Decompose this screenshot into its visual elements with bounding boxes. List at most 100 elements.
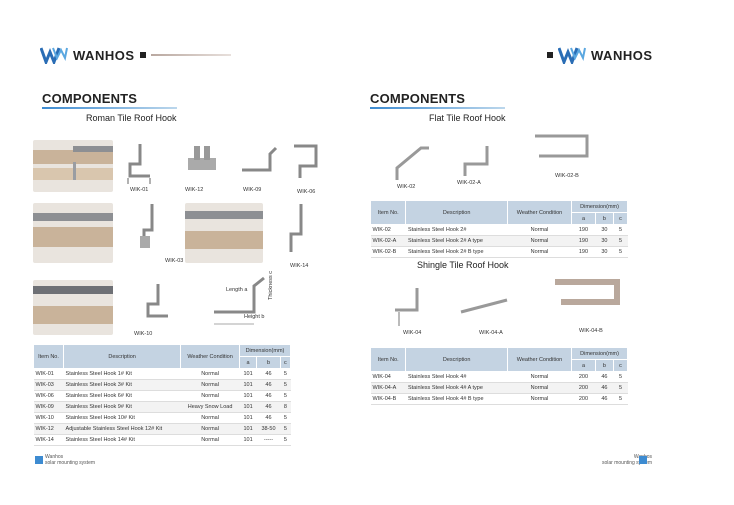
page-number-marker <box>639 456 647 464</box>
table-cell: Stainless Steel Hook 9# Kit <box>63 401 181 413</box>
logo-square <box>139 52 146 58</box>
dimension-column-header: c <box>612 212 629 225</box>
caption-wik-02: WIK-02 <box>397 184 416 190</box>
dimension-header: Dimension(mm) <box>571 200 628 213</box>
hook-wik-04-b-drawing <box>555 279 620 305</box>
column-header: Weather Condition <box>506 200 573 225</box>
table-cell: 46 <box>256 379 281 391</box>
table-cell: 5 <box>613 246 628 258</box>
table-cell: Stainless Steel Hook 4# <box>405 371 508 383</box>
table-cell: 5 <box>280 423 291 435</box>
hook-wik-09-drawing <box>242 146 278 172</box>
roof-installation-photo-4 <box>33 280 113 335</box>
table-cell: Normal <box>180 368 240 380</box>
table-cell: 5 <box>613 382 628 394</box>
table-cell: 200 <box>571 371 596 383</box>
hook-wik-02-b-drawing <box>535 134 589 158</box>
table-cell: WIK-02-A <box>370 235 406 247</box>
column-header: Description <box>405 347 508 372</box>
hook-wik-12-drawing <box>188 146 216 170</box>
caption-wik-10: WIK-10 <box>134 331 153 337</box>
column-header: Item No. <box>369 200 407 225</box>
table-cell: Normal <box>180 434 240 446</box>
table-cell: 30 <box>595 235 614 247</box>
table-cell: 190 <box>571 246 596 258</box>
table-cell: 101 <box>239 423 257 435</box>
section-subtitle: Roman Tile Roof Hook <box>86 113 177 123</box>
table-cell: 5 <box>280 379 291 391</box>
table-cell: Normal <box>180 379 240 391</box>
table-cell: Stainless Steel Hook 10# Kit <box>63 412 181 424</box>
brand-name: WANHOS <box>73 47 135 63</box>
column-header: Item No. <box>32 344 65 369</box>
hook-wik-04-a-drawing <box>460 298 508 314</box>
hook-wik-01-drawing <box>127 144 151 184</box>
footer-tagline: solar mounting system <box>45 460 96 466</box>
caption-wik-06: WIK-06 <box>297 189 316 195</box>
table-cell: WIK-04-A <box>370 382 406 394</box>
column-header: Weather Condition <box>506 347 573 372</box>
table-cell: ----- <box>256 434 281 446</box>
table-cell: 8 <box>280 401 291 413</box>
dimension-column-header: b <box>256 356 281 369</box>
page-heading: COMPONENTS <box>42 91 138 106</box>
brand-logo-right: WANHOS <box>547 46 653 64</box>
table-cell: WIK-04 <box>370 371 406 383</box>
caption-height-b: Height b <box>244 314 265 320</box>
table-cell: WIK-10 <box>33 412 64 424</box>
roof-installation-photo-2 <box>33 203 113 263</box>
table-cell: 30 <box>595 246 614 258</box>
dimension-column-header: a <box>571 212 596 225</box>
caption-length-a: Length a <box>226 287 248 293</box>
heading-underline <box>42 107 177 109</box>
table-cell: 190 <box>571 235 596 247</box>
table-cell: Stainless Steel Hook 1# Kit <box>63 368 181 380</box>
table-cell: Normal <box>507 235 572 247</box>
hook-wik-06-drawing <box>294 144 318 178</box>
table-cell: 46 <box>595 393 614 405</box>
roof-installation-photo-1 <box>33 140 113 192</box>
dimension-column-header: a <box>238 356 258 369</box>
flat-tile-subtitle: Flat Tile Roof Hook <box>429 113 506 123</box>
right-page: WANHOS COMPONENTS Flat Tile Roof Hook WI… <box>367 0 734 505</box>
table-cell: Normal <box>507 371 572 383</box>
table-cell: WIK-01 <box>33 368 64 380</box>
dimension-column-header: a <box>571 359 596 372</box>
table-cell: 101 <box>239 390 257 402</box>
footer-brand: Wanhos solar mounting system <box>45 454 95 466</box>
table-cell: 46 <box>595 382 614 394</box>
table-cell: 101 <box>239 379 257 391</box>
logo-line <box>150 54 231 56</box>
table-cell: 5 <box>613 235 628 247</box>
table-cell: Adjustable Stainless Steel Hook 12# Kit <box>63 423 181 435</box>
table-cell: WIK-09 <box>33 401 64 413</box>
column-header: Item No. <box>369 347 407 372</box>
table-cell: 5 <box>280 434 291 446</box>
shingle-tile-subtitle: Shingle Tile Roof Hook <box>417 260 509 270</box>
table-cell: WIK-02-B <box>370 246 406 258</box>
page-number-marker <box>35 456 43 464</box>
table-cell: 101 <box>239 401 257 413</box>
hook-wik-04-drawing <box>395 288 419 326</box>
table-cell: Stainless Steel Hook 2# A type <box>405 235 508 247</box>
table-cell: Normal <box>507 393 572 405</box>
caption-wik-09: WIK-09 <box>243 187 262 193</box>
table-cell: Heavy Snow Load <box>180 401 240 413</box>
table-cell: WIK-06 <box>33 390 64 402</box>
table-cell: 5 <box>280 368 291 380</box>
column-header: Description <box>63 344 182 369</box>
left-page: WANHOS COMPONENTS Roman Tile Roof Hook <box>32 47 318 466</box>
caption-wik-04-a: WIK-04-A <box>479 330 503 336</box>
table-cell: Normal <box>180 423 240 435</box>
table-cell: Normal <box>507 224 572 236</box>
dimension-header: Dimension(mm) <box>571 347 628 360</box>
table-cell: Normal <box>507 382 572 394</box>
